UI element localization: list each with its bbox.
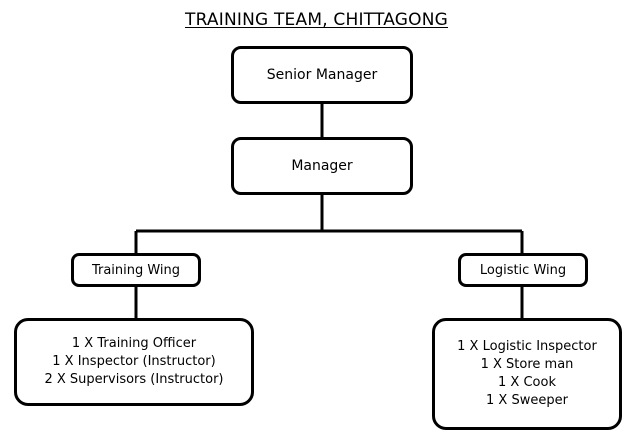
staff-line: 1 X Logistic Inspector bbox=[457, 339, 597, 354]
logistic-wing-box: Logistic Wing bbox=[458, 253, 588, 287]
senior-manager-label: Senior Manager bbox=[266, 67, 378, 83]
staff-line: 1 X Training Officer bbox=[71, 336, 197, 351]
senior-manager-box: Senior Manager bbox=[231, 46, 413, 104]
training-wing-label: Training Wing bbox=[91, 262, 181, 278]
staff-line: 1 X Inspector (Instructor) bbox=[52, 354, 216, 369]
staff-line: 2 X Supervisors (Instructor) bbox=[44, 372, 224, 387]
staff-line: 1 X Cook bbox=[498, 375, 556, 390]
training-wing-box: Training Wing bbox=[71, 253, 201, 287]
logistic-wing-label: Logistic Wing bbox=[479, 262, 567, 278]
training-wing-staff-box: 1 X Training Officer 1 X Inspector (Inst… bbox=[14, 318, 254, 406]
staff-line: 1 X Sweeper bbox=[486, 393, 568, 408]
diagram-title: TRAINING TEAM, CHITTAGONG bbox=[185, 10, 448, 30]
logistic-wing-staff-box: 1 X Logistic Inspector 1 X Store man 1 X… bbox=[432, 318, 622, 430]
staff-line: 1 X Store man bbox=[480, 357, 574, 372]
manager-label: Manager bbox=[291, 158, 353, 174]
manager-box: Manager bbox=[231, 137, 413, 195]
